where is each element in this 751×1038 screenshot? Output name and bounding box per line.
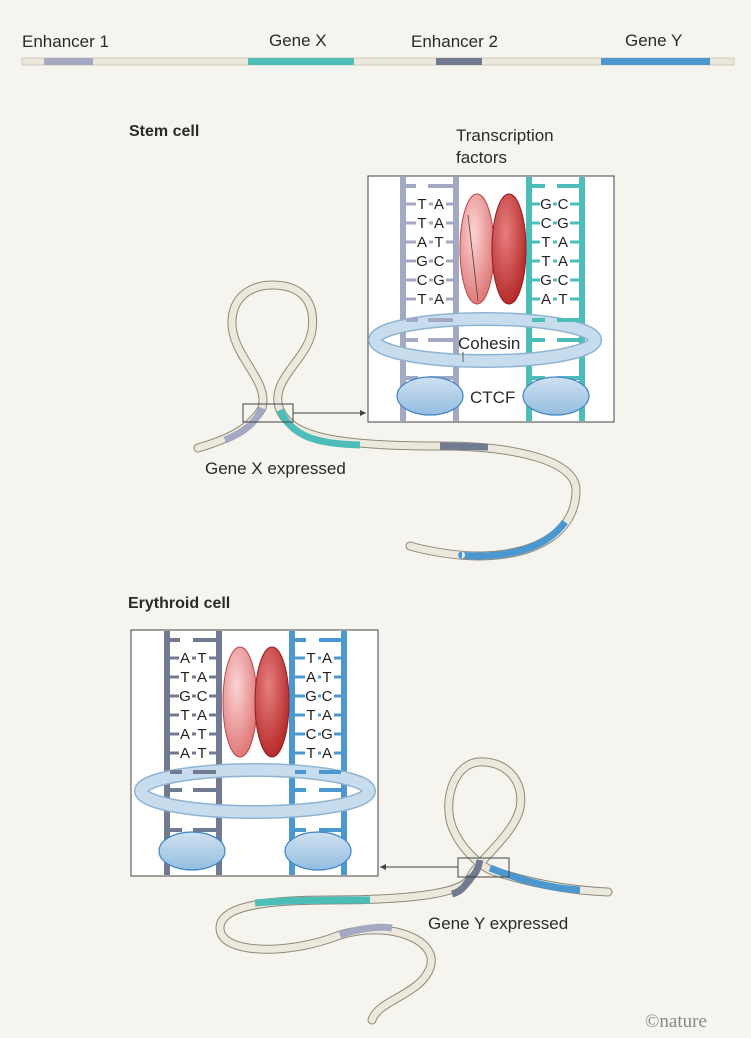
stem-cell-title: Stem cell xyxy=(129,123,199,140)
base-letter: A xyxy=(180,745,190,762)
base-letter: A xyxy=(180,650,190,667)
base-letter: T xyxy=(306,745,315,762)
erythroid-right-dna xyxy=(289,631,347,875)
base-letter: C xyxy=(417,272,428,289)
stem-right-dna xyxy=(526,177,585,421)
base-letter: C xyxy=(322,688,333,705)
erythroid-chromatin-strand xyxy=(215,757,613,1025)
base-letter: A xyxy=(306,669,316,686)
geneX-segment xyxy=(248,58,354,65)
base-letter: T xyxy=(417,196,426,213)
enhancer2-segment xyxy=(436,58,482,65)
geneY-segment xyxy=(601,58,710,65)
base-letter: G xyxy=(433,272,445,289)
linear-gene-map: Enhancer 1 Gene X Enhancer 2 Gene Y xyxy=(21,31,735,66)
base-letter: T xyxy=(558,291,567,308)
base-letter: A xyxy=(434,291,444,308)
base-letter: C xyxy=(558,272,569,289)
erythroid-transcription-factor-dark xyxy=(254,646,290,758)
stem-ctcf-label: CTCF xyxy=(470,388,515,407)
base-letter: T xyxy=(197,726,206,743)
erythroid-cell-title: Erythroid cell xyxy=(128,595,230,612)
base-letter: A xyxy=(417,234,427,251)
erythroid-expressed-label: Gene Y expressed xyxy=(428,914,568,933)
geneX-label: Gene X xyxy=(269,31,327,50)
geneY-label: Gene Y xyxy=(625,31,682,50)
enhancer1-segment xyxy=(44,58,93,65)
stem-tf-label-line1: Transcription xyxy=(456,126,554,145)
erythroid-ctcf-right xyxy=(284,831,352,871)
base-letter: A xyxy=(180,726,190,743)
base-letter: A xyxy=(434,196,444,213)
base-letter: T xyxy=(180,669,189,686)
stem-transcription-factor-light xyxy=(459,193,495,305)
base-letter: G xyxy=(179,688,191,705)
base-letter: G xyxy=(305,688,317,705)
base-letter: A xyxy=(322,707,332,724)
base-letter: A xyxy=(558,234,568,251)
base-letter: G xyxy=(416,253,428,270)
stem-transcription-factor-dark xyxy=(491,193,527,305)
base-letter: C xyxy=(541,215,552,232)
base-letter: T xyxy=(180,707,189,724)
erythroid-left-dna xyxy=(164,631,222,875)
base-letter: T xyxy=(306,707,315,724)
base-letter: T xyxy=(322,669,331,686)
nature-credit: ©nature xyxy=(645,1011,707,1032)
stem-ctcf-left xyxy=(396,376,464,416)
base-letter: A xyxy=(541,291,551,308)
base-letter: T xyxy=(417,215,426,232)
base-letter: C xyxy=(434,253,445,270)
stem-expressed-label: Gene X expressed xyxy=(205,459,346,478)
base-letter: G xyxy=(540,272,552,289)
base-letter: T xyxy=(197,650,206,667)
base-letter: A xyxy=(322,745,332,762)
enhancer1-label: Enhancer 1 xyxy=(22,32,109,51)
base-letter: C xyxy=(306,726,317,743)
base-letter: G xyxy=(540,196,552,213)
base-letter: T xyxy=(197,745,206,762)
stem-chromatin-strand xyxy=(193,280,581,561)
base-letter: T xyxy=(417,291,426,308)
base-letter: A xyxy=(197,707,207,724)
base-letter: A xyxy=(322,650,332,667)
stem-cohesin-label: Cohesin xyxy=(458,334,520,353)
base-letter: T xyxy=(541,253,550,270)
base-letter: A xyxy=(558,253,568,270)
stem-ctcf-right xyxy=(522,376,590,416)
base-letter: T xyxy=(541,234,550,251)
base-letter: G xyxy=(321,726,333,743)
base-letter: C xyxy=(197,688,208,705)
base-letter: T xyxy=(434,234,443,251)
erythroid-transcription-factor-light xyxy=(222,646,258,758)
stem-tf-label-line2: factors xyxy=(456,148,507,167)
enhancer2-label: Enhancer 2 xyxy=(411,32,498,51)
base-letter: T xyxy=(306,650,315,667)
base-letter: A xyxy=(434,215,444,232)
erythroid-ctcf-left xyxy=(158,831,226,871)
base-letter: C xyxy=(558,196,569,213)
base-letter: A xyxy=(197,669,207,686)
base-letter: G xyxy=(557,215,569,232)
